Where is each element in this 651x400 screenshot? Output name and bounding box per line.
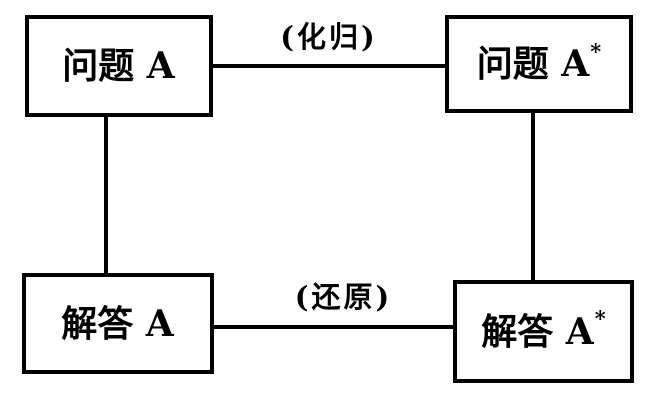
- node-solution-a-star-superscript: *: [594, 306, 606, 331]
- node-problem-a-star-label: 问题 A: [476, 43, 590, 85]
- edge-transform-line: [213, 64, 445, 68]
- node-solution-a-label: 解答 A: [61, 302, 174, 345]
- edge-solve-left-line: [104, 117, 108, 273]
- node-solution-a-star-label: 解答 A: [481, 310, 594, 353]
- edge-solve-right-line: [531, 113, 535, 280]
- node-problem-a: 问题 A: [25, 15, 213, 117]
- node-solution-a: 解答 A: [22, 273, 214, 374]
- node-problem-a-label: 问题 A: [62, 45, 175, 87]
- edge-restore-line: [214, 325, 453, 329]
- node-problem-a-star: 问题 A*: [445, 15, 633, 113]
- edge-restore-label: (还原): [294, 280, 393, 314]
- node-solution-a-star: 解答 A*: [453, 280, 634, 383]
- node-problem-a-star-superscript: *: [590, 38, 602, 64]
- edge-transform-label: (化归): [280, 20, 378, 54]
